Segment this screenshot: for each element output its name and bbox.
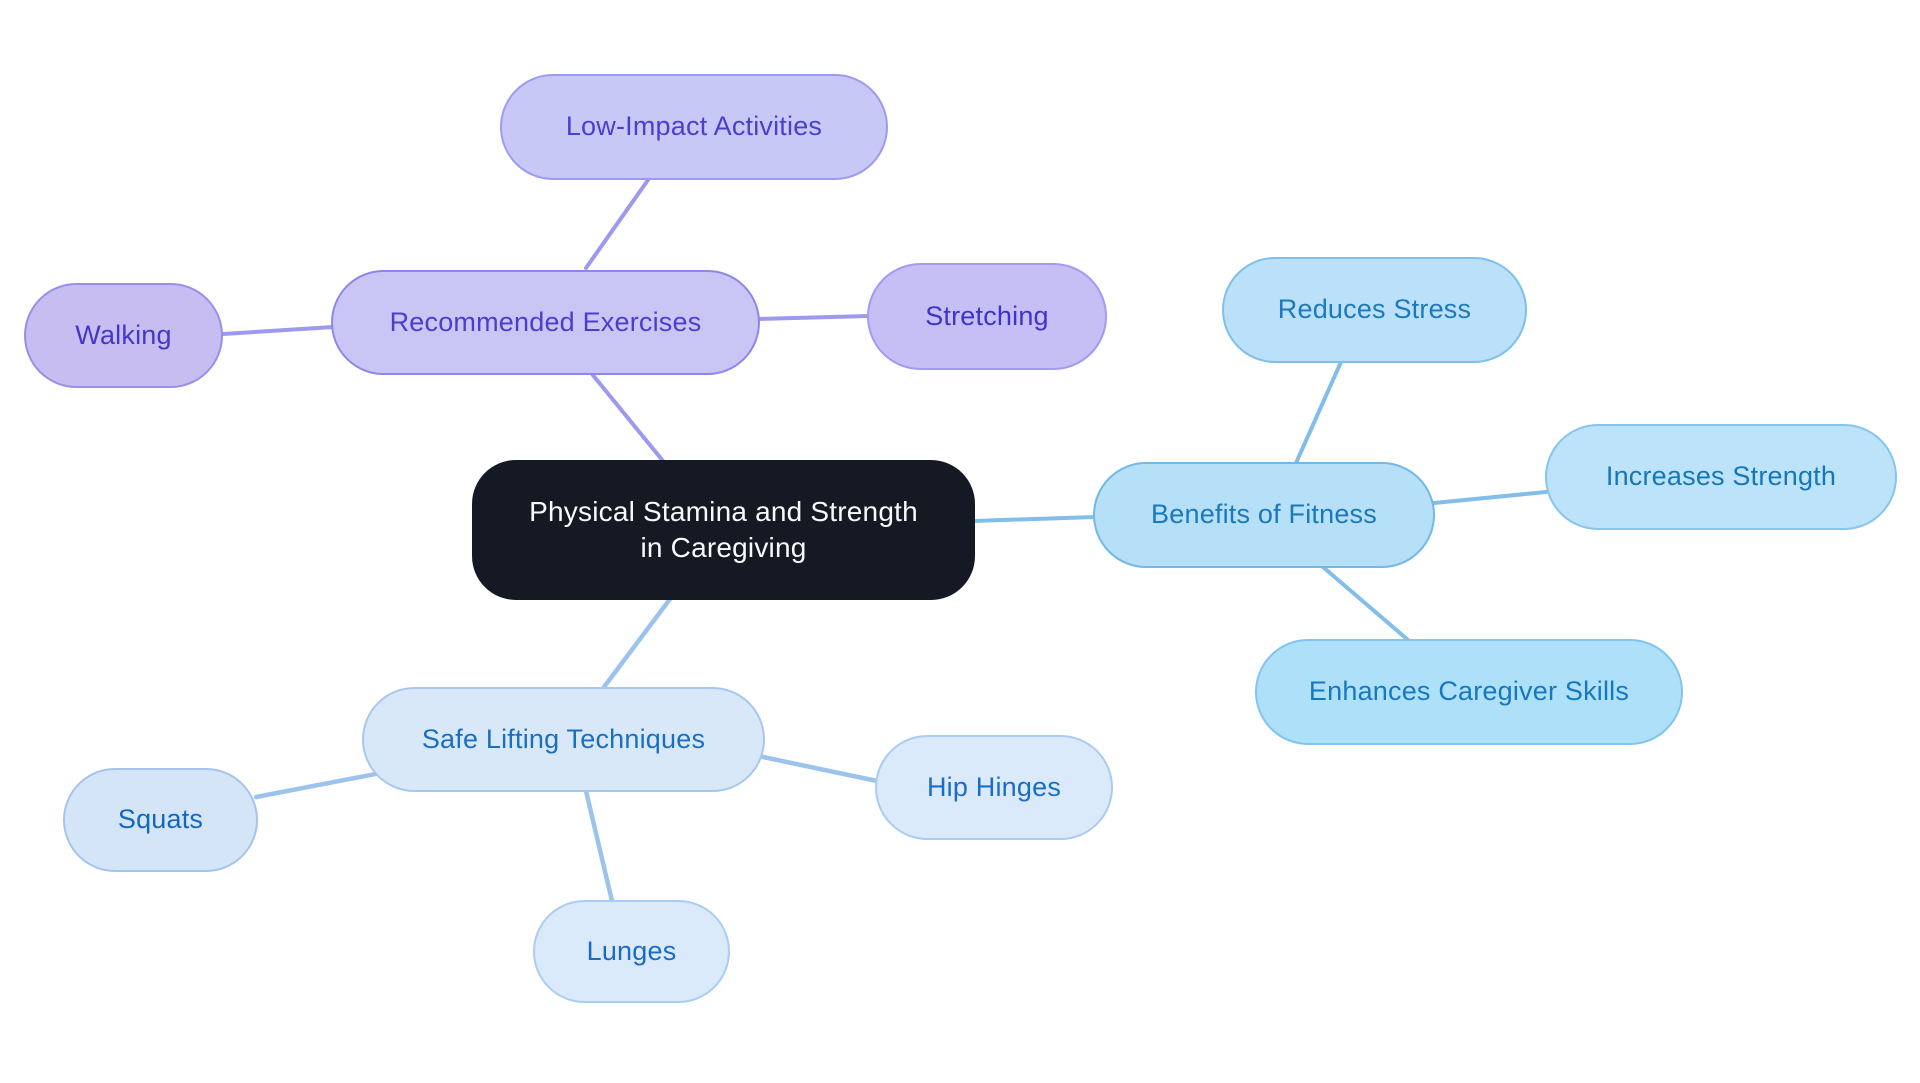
- edge-central-to-benefits: [971, 515, 1097, 523]
- edge-low-impact-to-recommended: [584, 178, 650, 270]
- edge-walking-to-recommended: [221, 325, 335, 336]
- edge-benefits-to-increases-strength: [1432, 490, 1548, 505]
- child-node-hip-hinges[interactable]: Hip Hinges: [875, 735, 1113, 840]
- branch-node-recommended-exercises[interactable]: Recommended Exercises: [331, 270, 760, 375]
- child-node-lunges[interactable]: Lunges: [533, 900, 730, 1003]
- edge-safe-lifting-to-hip-hinges: [760, 754, 880, 784]
- child-node-walking[interactable]: Walking: [24, 283, 223, 388]
- branch-node-safe-lifting-techniques[interactable]: Safe Lifting Techniques: [362, 687, 765, 792]
- edge-benefits-to-reduces-stress: [1294, 360, 1343, 465]
- child-node-enhances-caregiver-skills[interactable]: Enhances Caregiver Skills: [1255, 639, 1683, 745]
- central-topic-node[interactable]: Physical Stamina and Strength in Caregiv…: [472, 460, 975, 600]
- branch-node-benefits-of-fitness[interactable]: Benefits of Fitness: [1093, 462, 1435, 568]
- edge-squats-to-safe-lifting: [253, 769, 389, 800]
- child-node-squats[interactable]: Squats: [63, 768, 258, 872]
- central-topic-label: Physical Stamina and Strength in Caregiv…: [529, 495, 918, 563]
- child-node-low-impact-activities[interactable]: Low-Impact Activities: [500, 74, 888, 180]
- child-node-stretching[interactable]: Stretching: [867, 263, 1107, 370]
- child-node-increases-strength[interactable]: Increases Strength: [1545, 424, 1897, 530]
- child-node-reduces-stress[interactable]: Reduces Stress: [1222, 257, 1527, 363]
- edge-central-to-safe-lifting: [601, 596, 673, 690]
- edge-recommended-to-stretching: [756, 314, 871, 321]
- edge-safe-lifting-to-lunges: [583, 788, 615, 904]
- edge-benefits-to-enhances-skills: [1321, 565, 1410, 642]
- edge-recommended-to-central: [590, 372, 665, 463]
